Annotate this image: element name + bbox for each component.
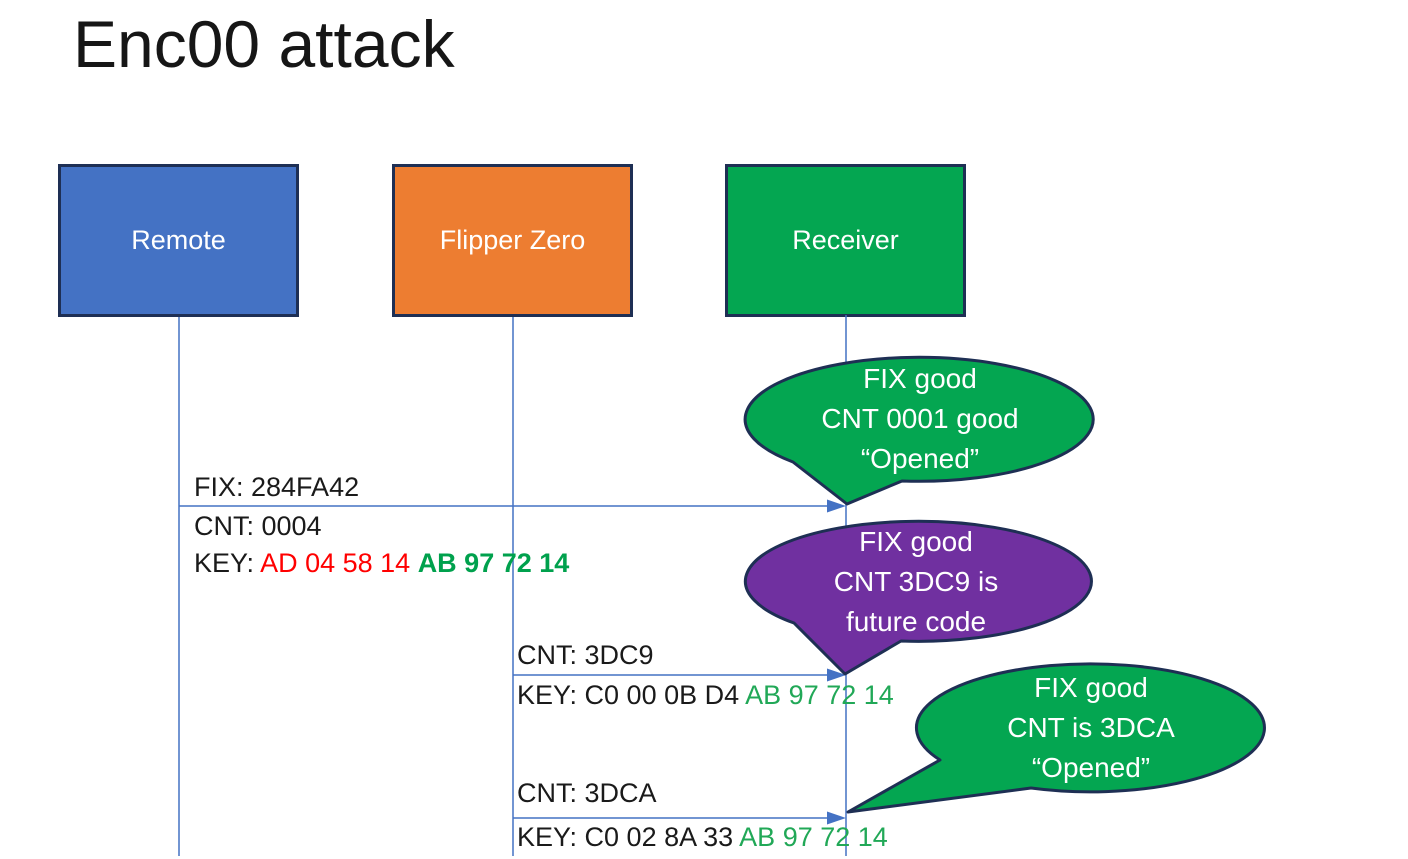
msg3-key-label: KEY: C0 02 8A 33 bbox=[517, 822, 740, 852]
callout-2-text: FIX good CNT 3DC9 is future code bbox=[741, 522, 1091, 642]
msg3-cnt-text: CNT: 3DCA bbox=[517, 778, 657, 808]
page-title: Enc00 attack bbox=[73, 7, 455, 81]
msg2-key-text: KEY: C0 00 0B D4 AB 97 72 14 bbox=[517, 680, 894, 711]
arrowhead-msg3 bbox=[827, 811, 846, 825]
arrowhead-msg1 bbox=[827, 499, 846, 513]
actor-box-remote: Remote bbox=[58, 164, 299, 317]
msg1-key-label: KEY: bbox=[194, 548, 261, 578]
msg2-cnt-text: CNT: 3DC9 bbox=[517, 640, 654, 670]
callout-1-line-2: CNT 0001 good bbox=[821, 403, 1019, 434]
msg1-key-text: KEY: AD 04 58 14 AB 97 72 14 bbox=[194, 548, 569, 579]
msg1-key-green-bytes: AB 97 72 14 bbox=[417, 548, 570, 578]
callout-1-line-3: “Opened” bbox=[860, 443, 980, 474]
callout-1-line-1: FIX good bbox=[863, 363, 977, 394]
msg3-key-green-bytes: AB 97 72 14 bbox=[739, 822, 888, 852]
msg2-key-label: KEY: C0 00 0B D4 bbox=[517, 680, 746, 710]
callout-2-line-2: CNT 3DC9 is bbox=[833, 566, 999, 597]
msg1-key-red-bytes: AD 04 58 14 bbox=[260, 548, 418, 578]
callout-bubble-2 bbox=[743, 519, 1093, 676]
callout-3-line-2: CNT is 3DCA bbox=[1007, 712, 1175, 743]
callout-1-text: FIX good CNT 0001 good “Opened” bbox=[745, 359, 1095, 479]
callout-3-line-1: FIX good bbox=[1034, 672, 1148, 703]
callout-3-text: FIX good CNT is 3DCA “Opened” bbox=[916, 668, 1266, 788]
actor-label-flipper-zero: Flipper Zero bbox=[439, 225, 586, 255]
msg3-key-text: KEY: C0 02 8A 33 AB 97 72 14 bbox=[517, 822, 888, 853]
callout-2-line-3: future code bbox=[845, 606, 987, 637]
msg1-cnt-text: CNT: 0004 bbox=[194, 511, 322, 541]
actor-label-remote: Remote bbox=[131, 225, 226, 255]
msg2-key-green-bytes: AB 97 72 14 bbox=[745, 680, 894, 710]
callout-bubble-1 bbox=[743, 355, 1095, 506]
callout-bubble-3 bbox=[846, 662, 1266, 814]
actor-label-receiver: Receiver bbox=[792, 225, 899, 255]
msg1-fix-text: FIX: 284FA42 bbox=[194, 472, 360, 502]
actor-box-flipper-zero: Flipper Zero bbox=[392, 164, 633, 317]
arrowhead-msg2 bbox=[827, 668, 846, 682]
callout-2-line-1: FIX good bbox=[859, 526, 973, 557]
callout-3-line-3: “Opened” bbox=[1031, 752, 1151, 783]
